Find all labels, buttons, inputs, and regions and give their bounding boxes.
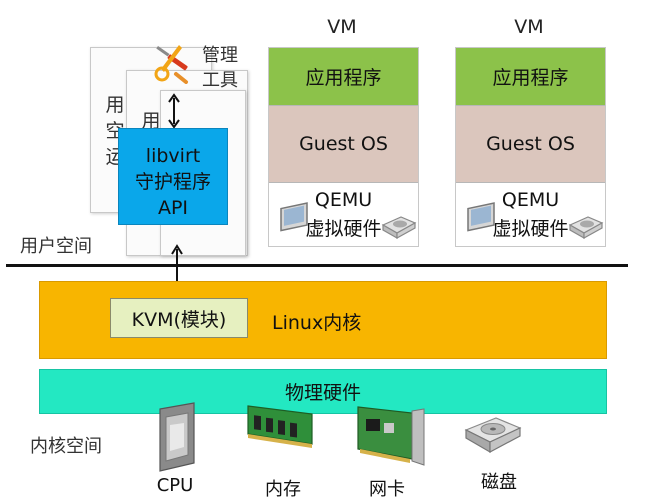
vm-guest-os-2: Guest OS [456,106,605,183]
vm-column-2: 应用程序 Guest OS QEMU 虚拟硬件 [455,47,606,247]
tool-libvirt-arrow [168,93,180,129]
wrench-icon [154,45,188,84]
vm-app-1: 应用程序 [269,48,418,106]
libvirt-line-2: 守护程序 [134,171,211,193]
vm-qemu-line-1: QEMU [501,189,560,211]
vm-qemu-line-1: QEMU [314,189,373,211]
vm-title-1: VM [327,16,357,38]
hw-label-cpu: CPU [156,475,194,496]
user-kernel-divider [6,264,628,267]
hw-label-disk: 磁盘 [481,472,517,493]
harddisk-icon [464,417,522,454]
vm-qemu-1: QEMU 虚拟硬件 [269,183,418,246]
vm-column-1: 应用程序 Guest OS QEMU 虚拟硬件 [268,47,419,247]
libvirt-daemon-box: libvirt 守护程序 API [118,128,228,225]
vm-qemu-2: QEMU 虚拟硬件 [456,183,605,246]
nic-icon [357,406,425,466]
disk-icon [381,216,417,240]
vm-title-2: VM [514,16,544,38]
vm-qemu-line-2: 虚拟硬件 [305,218,382,240]
disk-icon [568,216,604,240]
kernel-space-label: 内核空间 [30,436,102,457]
vm-app-2: 应用程序 [456,48,605,106]
linux-kernel-label: Linux内核 [272,312,362,334]
vm-guest-os-1: Guest OS [269,106,418,183]
monitor-icon [467,202,495,232]
vm-qemu-line-2: 虚拟硬件 [492,218,569,240]
tool-label-2: 工具 [202,70,238,91]
physical-hardware-bar: 物理硬件 [39,369,607,414]
memory-icon [247,405,313,448]
user-space-label: 用户空间 [20,236,92,257]
hw-label-nic: 网卡 [369,479,405,498]
user-process-fragment-b: 用 [141,110,161,132]
monitor-icon [280,202,308,232]
libvirt-line-3: API [157,197,189,219]
libvirt-line-1: libvirt [145,145,201,167]
hw-label-memory: 内存 [265,479,301,498]
kvm-module-box: KVM(模块) [110,298,248,338]
cpu-icon [159,402,195,472]
tool-label-1: 管理 [202,45,238,66]
